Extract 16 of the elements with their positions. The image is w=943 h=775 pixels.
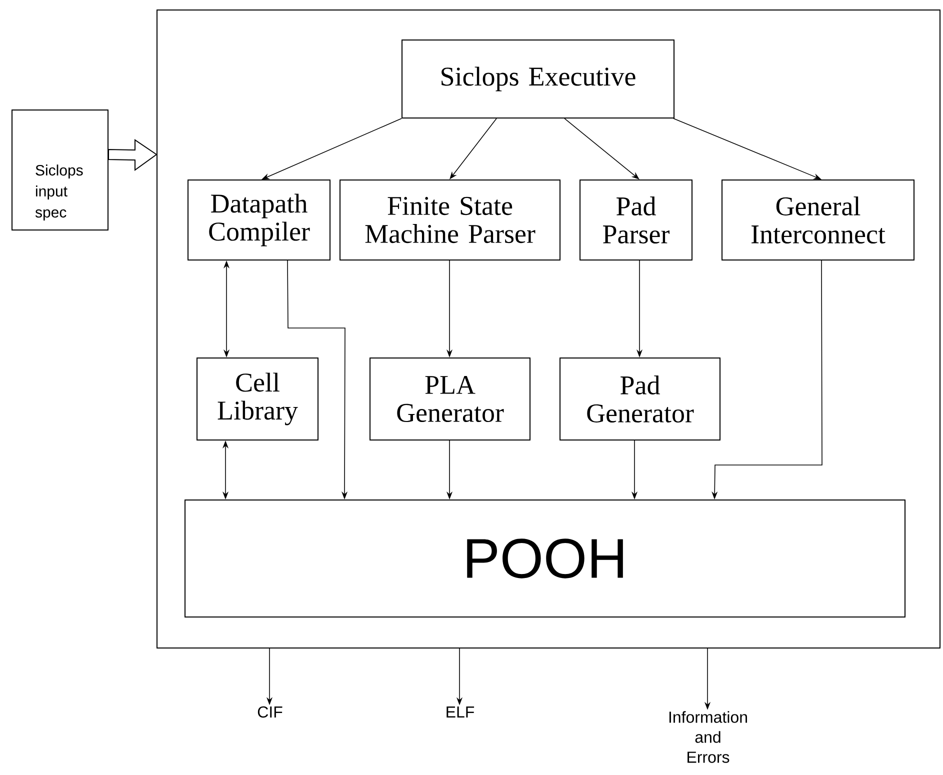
process-box: Cell Library <box>196 358 318 440</box>
process-box: General Interconnect <box>722 180 914 260</box>
process-box: Finite State Machine Parser <box>340 180 560 260</box>
output-label: ELF <box>446 706 474 718</box>
process-box: PLA Generator <box>370 358 530 440</box>
input-box: Siclops input spec <box>12 110 108 230</box>
output-label: CIF <box>258 706 282 718</box>
arrow <box>564 118 640 180</box>
process-box: Datapath Compiler <box>188 180 330 260</box>
process-box: Siclops Executive <box>402 40 674 118</box>
process-box: Pad Generator <box>560 358 720 440</box>
output-label: Information and Errors <box>669 711 747 763</box>
process-box: Pad Parser <box>580 180 692 260</box>
input-arrow <box>108 139 158 171</box>
frame <box>156 10 940 648</box>
process-box: POOH <box>184 500 906 618</box>
